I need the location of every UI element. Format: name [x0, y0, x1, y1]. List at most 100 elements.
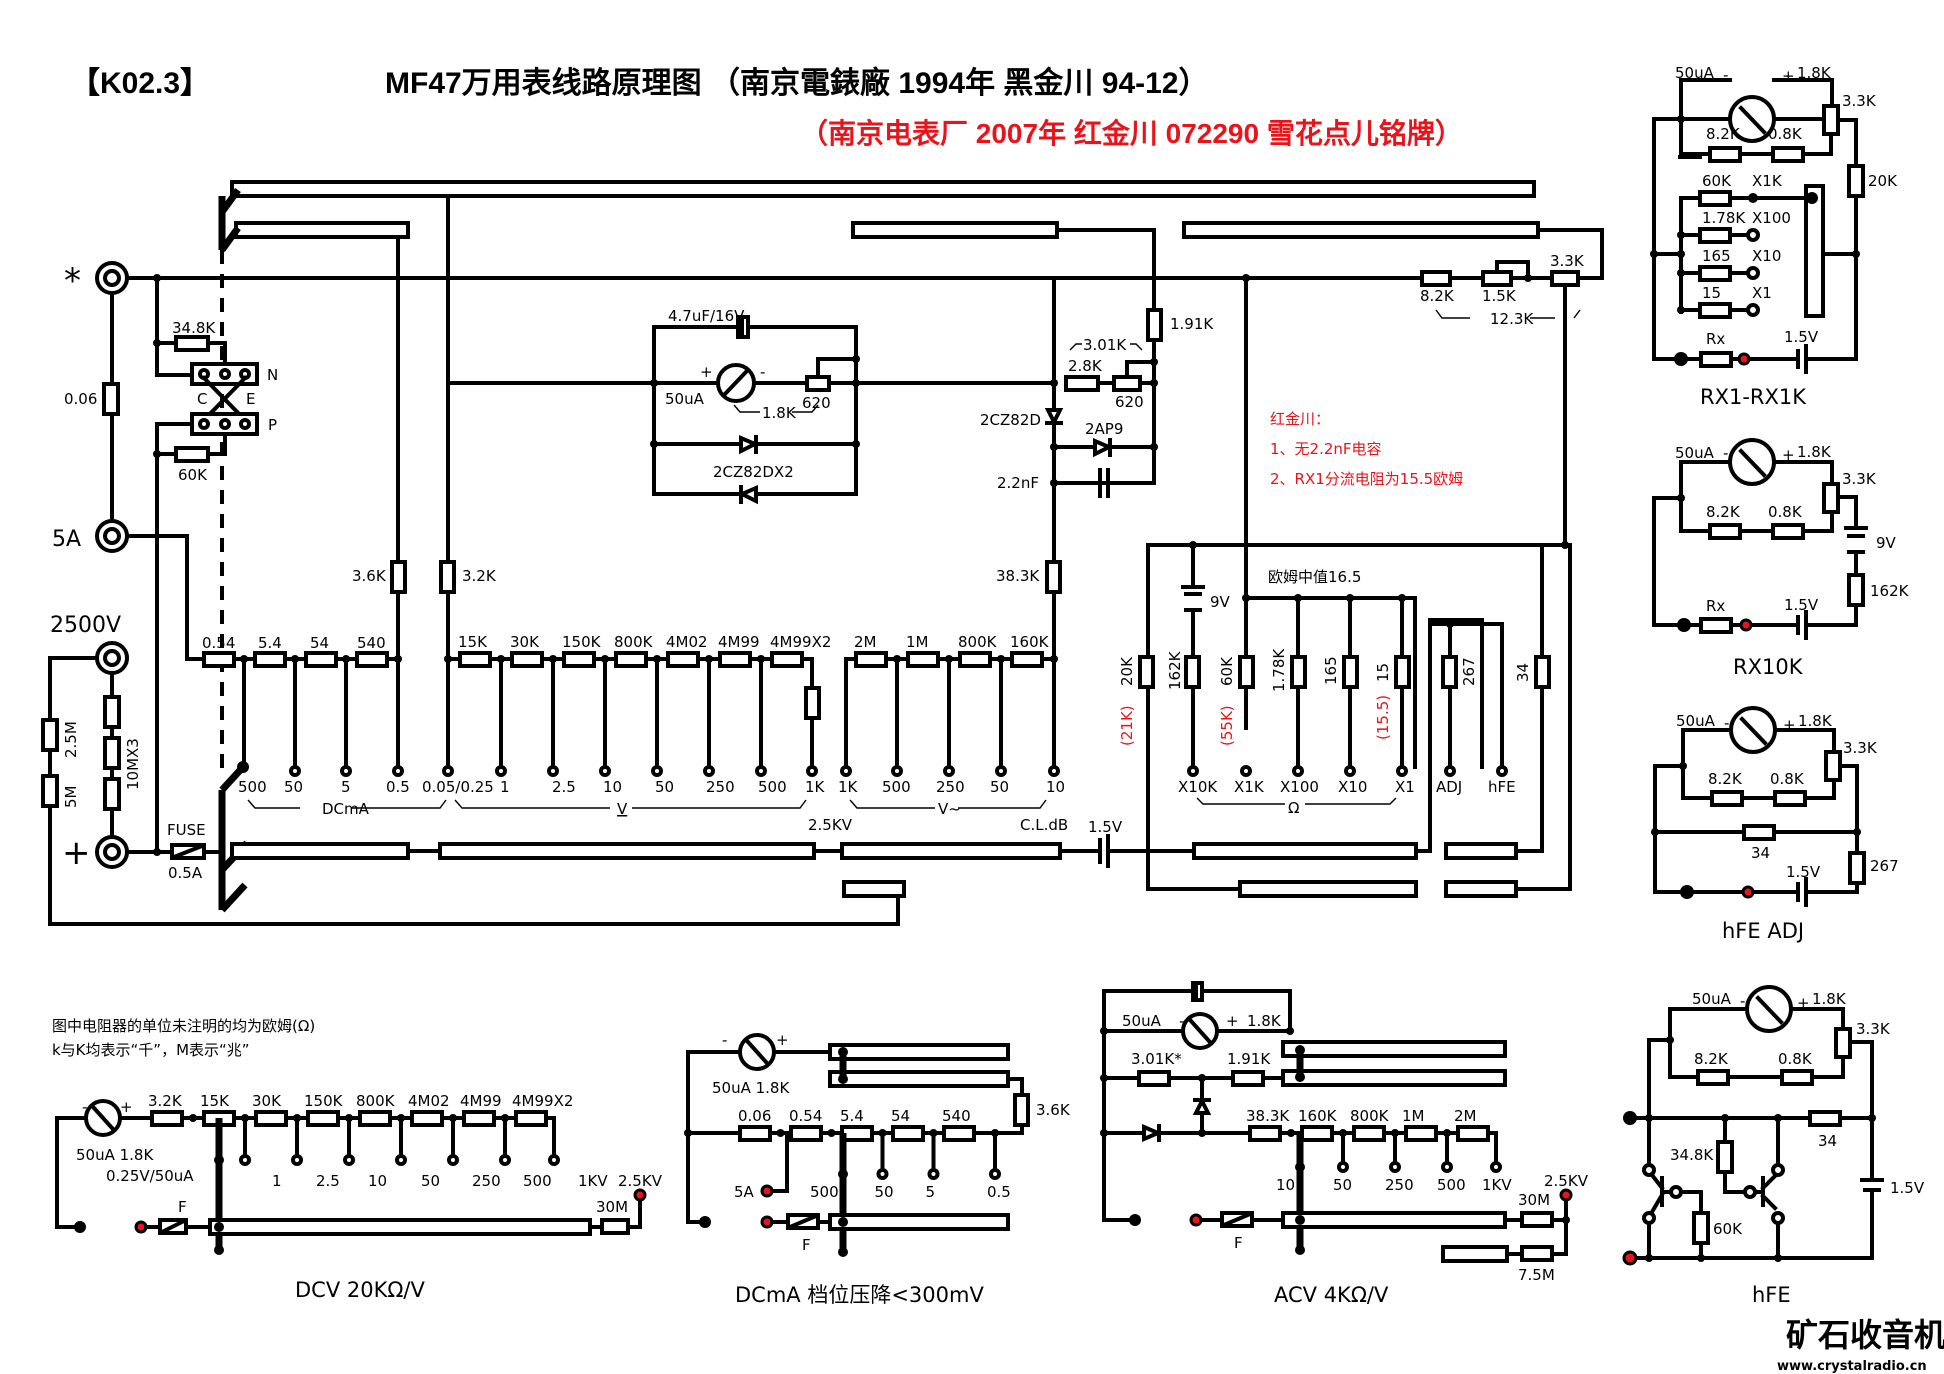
wafer-bar [230, 180, 1536, 198]
range-contact [599, 765, 611, 777]
resistor-60k [174, 446, 210, 463]
label-acv-res: 160K [1010, 633, 1050, 651]
range-contact [703, 765, 715, 777]
label-2ap9: 2AP9 [1085, 420, 1123, 438]
label-20k: 20K [1868, 172, 1898, 190]
range-label: 1 [272, 1172, 282, 1190]
wafer-bar [1444, 842, 1518, 860]
range-contact [876, 1168, 889, 1180]
range-label: hFE [1488, 778, 1516, 796]
wafer-bar [1182, 221, 1540, 239]
label-1-8k: 1.8K [1247, 1012, 1282, 1030]
terminal-5a[interactable] [95, 519, 129, 553]
label-1-8k: 1.8K [1797, 443, 1832, 461]
label-ohm-res: 60K [1218, 656, 1236, 686]
label-c: C [197, 390, 207, 408]
label-rx-row-range: X1 [1752, 284, 1772, 302]
label-60k: 60K [1713, 1220, 1743, 1238]
resistor-shunt-006 [102, 382, 120, 416]
range-label: 500 [882, 778, 911, 796]
label-acv-res: 800K [958, 633, 998, 651]
label-1-5v: 1.5V [1786, 863, 1821, 881]
terminal-common[interactable] [95, 261, 129, 295]
range-contact [1746, 303, 1760, 317]
resistor-acv-mini [1248, 1125, 1282, 1142]
label-ma-shunt: 0.54 [202, 634, 235, 652]
label-dcma-mini: 0.54 [789, 1107, 822, 1125]
resistor-34-8k [174, 335, 210, 352]
range-label: 5 [926, 1183, 936, 1201]
range-label: 0.05/0.25 [422, 778, 494, 796]
resistor-rx-row [1698, 302, 1732, 319]
resistor-rx-row [1698, 190, 1732, 207]
label-2-5kv: 2.5KV [808, 816, 853, 834]
label-30m: 30M [1518, 1191, 1550, 1209]
label-9v: 9V [1210, 593, 1231, 611]
range-contact [495, 765, 507, 777]
range-label: 10 [1276, 1176, 1295, 1194]
label-rx-row-res: 165 [1702, 247, 1731, 265]
label-fuse: FUSE [167, 821, 206, 839]
group-acv: V~ [938, 800, 961, 818]
label-1-8k: 1.8K [1812, 990, 1847, 1008]
wafer-bar [1192, 842, 1418, 860]
group-dcv: V [617, 800, 628, 818]
label-dcv-res: 15K [458, 633, 488, 651]
label-meter: 50uA 1.8K [76, 1146, 154, 1164]
label-socket-p: P [268, 416, 277, 434]
meter-plus: + [1797, 994, 1810, 1012]
terminal-plus[interactable] [95, 835, 129, 869]
range-label: 250 [472, 1172, 501, 1190]
label-meter: 50uA [1676, 712, 1716, 730]
label-batt-1-5v: 1.5V [1088, 818, 1123, 836]
terminal-2500v[interactable] [95, 641, 129, 675]
range-label: X1 [1395, 778, 1415, 796]
range-label: 0.5 [987, 1183, 1011, 1201]
label-meter: 50uA [665, 390, 705, 408]
meter-minus: - [1723, 66, 1728, 84]
resistor-dcv [510, 651, 544, 668]
resistor-10m-c [103, 777, 121, 811]
label-meter: 50uA 1.8K [712, 1079, 790, 1097]
label-0-8k: 0.8K [1768, 125, 1803, 143]
label-acv-mini: 800K [1350, 1107, 1390, 1125]
label-ma-shunt: 5.4 [258, 634, 282, 652]
label-meter: 50uA [1122, 1012, 1162, 1030]
range-contact [989, 1168, 1001, 1180]
resistor-dcv-mini [410, 1110, 444, 1127]
watermark-brand: 矿石收音机 [1786, 1316, 1944, 1354]
resistor-5m [41, 774, 59, 808]
range-label: 250 [936, 778, 965, 796]
range-label: X10 [1338, 778, 1367, 796]
note-1: 1、无2.2nF电容 [1270, 440, 1382, 458]
range-contact [291, 1154, 303, 1166]
label-8-2k: 8.2K [1706, 125, 1741, 143]
label-10mx3: 10MX3 [124, 738, 142, 790]
label-dcma-mini: 54 [891, 1107, 910, 1125]
label-34: 34 [1818, 1132, 1837, 1150]
label-dcv-mini: 3.2K [148, 1092, 183, 1110]
label-dcv-mini: 30K [252, 1092, 282, 1110]
label-34-8k: 34.8K [1670, 1146, 1714, 1164]
switch-wafer-top [218, 180, 1604, 770]
range-label: 2.5 [316, 1172, 340, 1190]
label-rx-row-range: X1K [1752, 172, 1783, 190]
wafer-bar [438, 842, 816, 860]
label-acv-mini: 2M [1454, 1107, 1477, 1125]
wafer-bar [1238, 880, 1418, 898]
label-shunt-006: 0.06 [64, 390, 97, 408]
ohm-section: 红金川： 1、无2.2nF电容 2、RX1分流电阻为15.5欧姆 欧姆中值16.… [1118, 410, 1569, 817]
range-label: X1K [1234, 778, 1265, 796]
label-ohm-res: 162K [1166, 650, 1184, 690]
label-cldb: C.L.dB [1020, 816, 1068, 834]
label-dcv-res: 30K [510, 633, 540, 651]
label-1-5k: 1.5K [1482, 287, 1517, 305]
caption-dcv: DCV 20KΩ/V [295, 1278, 425, 1302]
label-ohm-res: 15 [1374, 663, 1392, 682]
label-1-91k: 1.91K [1170, 315, 1214, 333]
label-dcv-mini: 15K [200, 1092, 230, 1110]
range-label: 250 [1385, 1176, 1414, 1194]
range-label: ADJ [1436, 778, 1462, 796]
resistor-acv [854, 651, 888, 668]
